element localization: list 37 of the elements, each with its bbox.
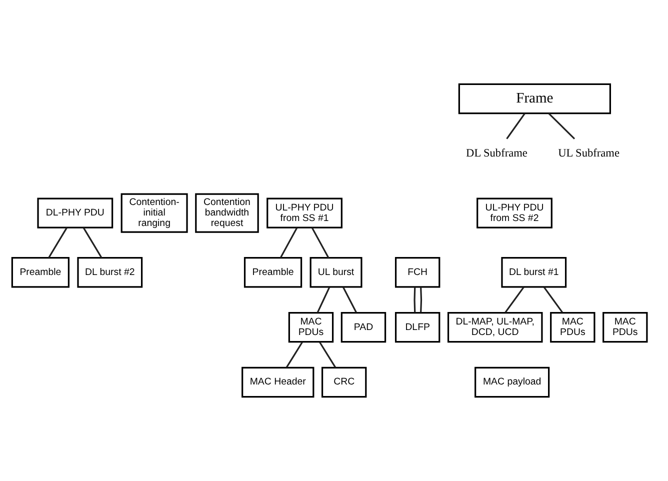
node-box: Contention- initial ranging: [120, 193, 188, 233]
connector: [504, 286, 524, 313]
node-text: UL Subframe: [558, 148, 620, 160]
connector: [286, 342, 303, 368]
node-box: DL-PHY PDU: [37, 198, 114, 228]
node-box: DL-MAP, UL-MAP, DCD, UCD: [447, 312, 543, 343]
connector: [414, 287, 416, 312]
connector: [420, 287, 422, 312]
connector: [548, 113, 576, 140]
node-box: UL-PHY PDU from SS #2: [476, 198, 552, 228]
node-box: Contention bandwidth request: [195, 193, 259, 233]
node-box: DL burst #1: [501, 257, 567, 288]
node-box: PAD: [340, 312, 386, 343]
connector: [319, 342, 336, 368]
connector: [280, 227, 298, 258]
node-box: DLFP: [394, 312, 440, 343]
node-box: UL burst: [310, 257, 362, 288]
connector: [316, 286, 330, 313]
node-box: FCH: [394, 257, 440, 288]
node-text: DL Subframe: [466, 148, 528, 160]
node-box: Preamble: [11, 257, 70, 288]
connector: [342, 286, 357, 313]
node-box: UL-PHY PDU from SS #1: [266, 198, 342, 228]
node-box: DL burst #2: [77, 257, 143, 288]
node-box: MAC PDUs: [550, 312, 596, 343]
node-box: MAC PDUs: [602, 312, 648, 343]
connector: [311, 227, 330, 258]
connector: [506, 113, 526, 140]
node-box: CRC: [321, 366, 367, 398]
connector: [82, 227, 102, 258]
connector: [543, 286, 564, 313]
node-box: Frame: [458, 83, 611, 114]
node-box: MAC payload: [474, 366, 550, 398]
node-box: Preamble: [244, 257, 302, 288]
node-box: MAC PDUs: [288, 312, 334, 343]
connector: [48, 227, 68, 258]
node-box: MAC Header: [242, 366, 314, 398]
